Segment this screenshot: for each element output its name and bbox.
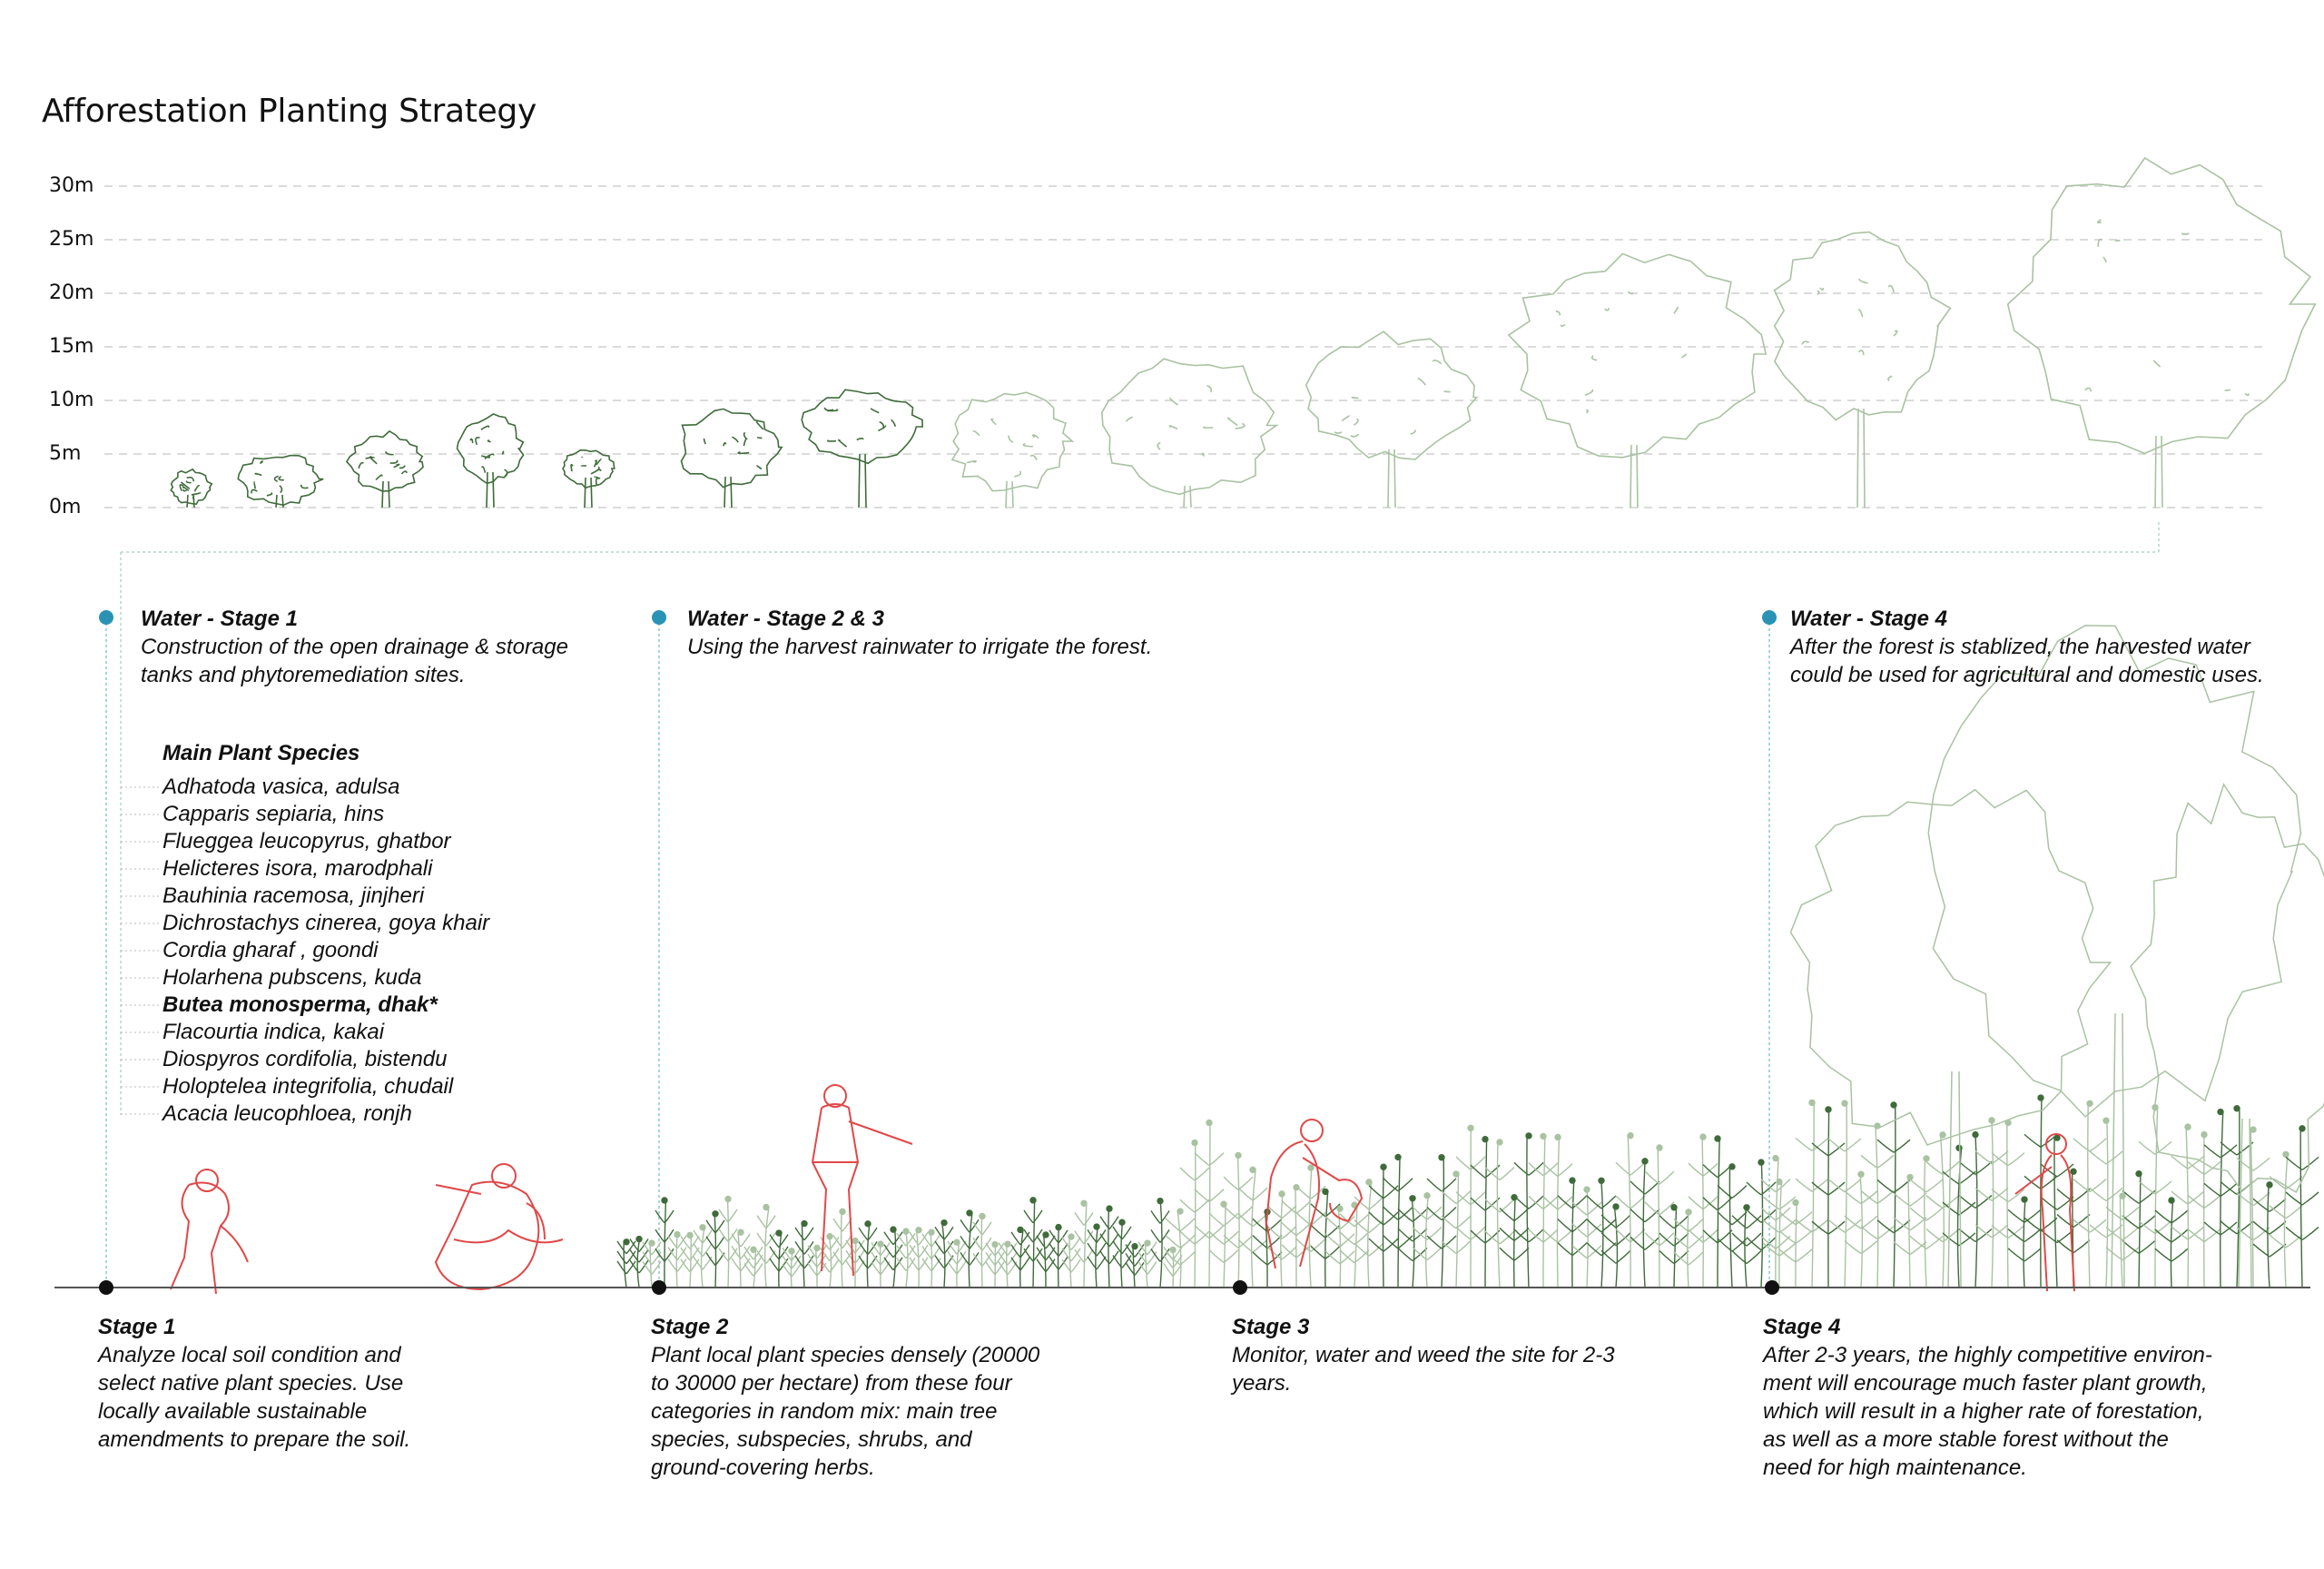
scale-tree-1 bbox=[170, 468, 213, 508]
scale-tree-6 bbox=[680, 408, 783, 508]
species-item: Bauhinia racemosa, jinjheri bbox=[162, 883, 425, 908]
stage3-note: Stage 3 Monitor, water and weed the site… bbox=[1232, 1313, 1615, 1397]
scale-tree-7 bbox=[801, 389, 923, 508]
person-stage3-watering bbox=[1265, 1119, 1364, 1269]
scale-tree-8 bbox=[950, 391, 1075, 508]
species-item-highlight: Butea monosperma, dhak* bbox=[162, 992, 438, 1017]
water-dots bbox=[99, 610, 1777, 625]
stage4-forest bbox=[1789, 625, 2324, 1288]
stage2-title: Stage 2 bbox=[651, 1315, 729, 1339]
height-gridlines bbox=[104, 185, 2265, 508]
stage1-title: Stage 1 bbox=[98, 1315, 176, 1339]
species-item: Helicteres isora, marodphali bbox=[162, 856, 433, 881]
scale-tree-11 bbox=[1507, 252, 1768, 508]
water-stage23-title: Water - Stage 2 & 3 bbox=[687, 607, 884, 631]
water-stage1-note: Water - Stage 1 Construction of the open… bbox=[141, 605, 568, 689]
water-stage23-note: Water - Stage 2 & 3 Using the harvest ra… bbox=[687, 605, 1152, 661]
water-stage1-text: Construction of the open drainage & stor… bbox=[141, 635, 568, 687]
scale-tree-2 bbox=[237, 454, 324, 508]
water-stage23-text: Using the harvest rainwater to irrigate … bbox=[687, 635, 1153, 659]
y-tick-0: 0m bbox=[49, 496, 82, 518]
y-tick-20: 20m bbox=[49, 281, 94, 304]
person-stage4-standing bbox=[2014, 1133, 2075, 1292]
stage3-text: Monitor, water and weed the site for 2-3… bbox=[1232, 1343, 1615, 1396]
species-heading: Main Plant Species bbox=[162, 741, 360, 765]
species-item: Holarhena pubscens, kuda bbox=[162, 965, 422, 990]
y-tick-25: 25m bbox=[49, 228, 94, 251]
species-list: Adhatoda vasica, adulsa Capparis sepiari… bbox=[162, 774, 489, 1128]
scale-tree-12 bbox=[1773, 231, 1952, 508]
stage4-text: After 2-3 years, the highly competitive … bbox=[1763, 1343, 2212, 1480]
stage2-note: Stage 2 Plant local plant species densel… bbox=[651, 1313, 1039, 1482]
species-item: Flacourtia indica, kakai bbox=[162, 1020, 385, 1044]
species-item: Dichrostachys cinerea, goya khair bbox=[162, 911, 490, 935]
stage3-title: Stage 3 bbox=[1232, 1315, 1310, 1339]
water-stage4-note: Water - Stage 4 After the forest is stab… bbox=[1790, 605, 2264, 689]
y-tick-10: 10m bbox=[49, 389, 94, 411]
diagram-title: Afforestation Planting Strategy bbox=[42, 93, 537, 130]
scale-tree-13 bbox=[2006, 156, 2317, 508]
scale-tree-4 bbox=[456, 412, 525, 508]
species-item: Holoptelea integrifolia, chudail bbox=[162, 1074, 454, 1099]
scale-connector bbox=[120, 522, 2160, 1115]
species-item: Capparis sepiaria, hins bbox=[162, 802, 385, 826]
scale-tree-5 bbox=[562, 449, 615, 508]
scale-tree-3 bbox=[345, 429, 424, 508]
person-stage2-standing bbox=[811, 1084, 913, 1277]
stage1-note: Stage 1 Analyze local soil condition and… bbox=[98, 1313, 410, 1454]
water-stage4-text: After the forest is stablized, the harve… bbox=[1790, 635, 2264, 687]
height-scale-trees bbox=[170, 156, 2317, 508]
person-stage1-planting bbox=[434, 1163, 564, 1291]
stage2-text: Plant local plant species densely (20000… bbox=[651, 1343, 1040, 1480]
species-item: Adhatoda vasica, adulsa bbox=[162, 775, 400, 799]
y-tick-5: 5m bbox=[49, 442, 82, 465]
water-stage4-title: Water - Stage 4 bbox=[1790, 607, 1947, 631]
scale-tree-10 bbox=[1305, 331, 1479, 508]
water-guides bbox=[105, 617, 1770, 1288]
scale-tree-9 bbox=[1100, 358, 1279, 508]
species-leaders bbox=[121, 786, 160, 1115]
species-item: Flueggea leucopyrus, ghatbor bbox=[162, 829, 451, 854]
water-stage1-title: Water - Stage 1 bbox=[141, 607, 298, 631]
y-tick-30: 30m bbox=[49, 174, 94, 197]
stage4-title: Stage 4 bbox=[1763, 1315, 1841, 1339]
y-tick-15: 15m bbox=[49, 335, 94, 358]
species-item: Diospyros cordifolia, bistendu bbox=[162, 1047, 448, 1071]
species-item: Acacia leucophloea, ronjh bbox=[162, 1101, 412, 1126]
people-figures bbox=[170, 1084, 2075, 1295]
stage1-text: Analyze local soil condition and select … bbox=[98, 1343, 411, 1452]
stage4-note: Stage 4 After 2-3 years, the highly comp… bbox=[1763, 1313, 2212, 1482]
ground-vegetation bbox=[616, 625, 2324, 1288]
person-stage1-kneeling bbox=[170, 1169, 249, 1295]
stage-dots bbox=[99, 1280, 1779, 1295]
species-item: Cordia gharaf , goondi bbox=[162, 938, 379, 962]
